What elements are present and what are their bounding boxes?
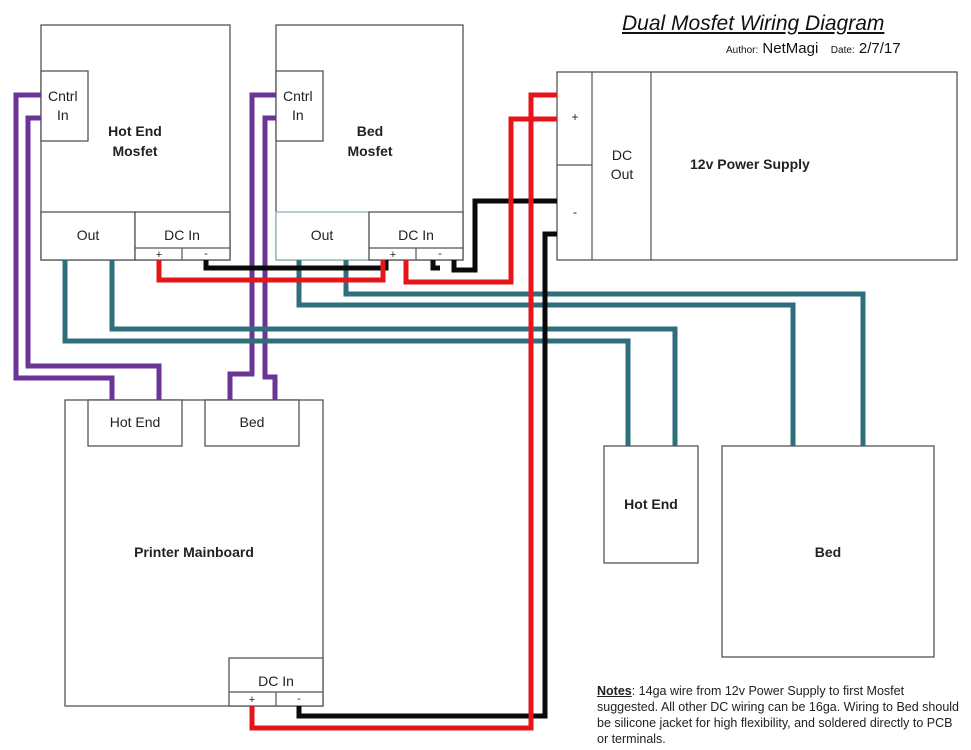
power-supply-dcout-2: Out bbox=[611, 166, 634, 182]
mainboard-bed-port bbox=[204, 399, 300, 447]
wire-out-hotend-1 bbox=[62, 260, 631, 446]
bed-mosfet-minus: - bbox=[438, 248, 442, 260]
mainboard-hotend-port bbox=[87, 399, 183, 447]
hotend-mosfet-dcin-label: DC In bbox=[164, 227, 200, 243]
date-value: 2/7/17 bbox=[858, 40, 901, 57]
notes: Notes: 14ga wire from 12v Power Supply t… bbox=[597, 683, 967, 747]
bed-mosfet-cntrl-label-2: In bbox=[292, 107, 304, 123]
wire-pos-psu-to-bed bbox=[403, 116, 557, 285]
bed-title: Bed bbox=[815, 544, 841, 560]
hotend-mosfet-title-2: Mosfet bbox=[112, 143, 157, 159]
bed-mosfet: Cntrl In Bed Mosfet Out DC In + - bbox=[275, 24, 464, 261]
bed-mosfet-cntrl-in bbox=[275, 70, 324, 142]
mainboard-plus: + bbox=[249, 694, 255, 706]
notes-label: Notes bbox=[597, 684, 632, 698]
bed-body bbox=[721, 445, 935, 658]
hotend-mosfet-minus: - bbox=[204, 248, 208, 260]
hotend-mosfet-cntrl-label-1: Cntrl bbox=[48, 88, 78, 104]
mainboard-minus: - bbox=[297, 693, 301, 705]
hotend-mosfet: Cntrl In Hot End Mosfet Out DC In + - bbox=[40, 24, 231, 261]
power-supply: + - DC Out 12v Power Supply bbox=[556, 71, 958, 261]
power-supply-plus: + bbox=[571, 110, 578, 124]
power-supply-dcout-1: DC bbox=[612, 147, 632, 163]
hotend-title: Hot End bbox=[624, 496, 678, 512]
wire-control-hotend-2 bbox=[25, 115, 162, 400]
bed-mosfet-plus: + bbox=[390, 249, 396, 261]
wires bbox=[13, 92, 866, 731]
hotend-mosfet-out-label: Out bbox=[77, 227, 100, 243]
hotend-mosfet-cntrl-in bbox=[40, 70, 89, 142]
wire-control-hotend-1 bbox=[13, 92, 115, 400]
wire-control-bed-2 bbox=[262, 115, 278, 400]
notes-text: : 14ga wire from 12v Power Supply to fir… bbox=[597, 684, 960, 746]
bed-mosfet-title-2: Mosfet bbox=[347, 143, 392, 159]
hotend-mosfet-plus: + bbox=[156, 249, 162, 261]
hotend-heater: Hot End bbox=[603, 445, 699, 564]
author-date-line: Author: NetMagi Date: 2/7/17 bbox=[726, 40, 901, 57]
hotend-mosfet-cntrl-label-2: In bbox=[57, 107, 69, 123]
author-name: NetMagi bbox=[762, 40, 819, 57]
printer-mainboard: Hot End Bed Printer Mainboard DC In + - bbox=[64, 399, 324, 707]
bed-mosfet-title-1: Bed bbox=[357, 123, 383, 139]
mainboard-bed-label: Bed bbox=[240, 414, 265, 430]
wire-neg-psu-to-board bbox=[296, 231, 557, 719]
wire-neg-psu-to-bed bbox=[451, 198, 557, 273]
date-label: Date: bbox=[830, 45, 855, 56]
diagram-title: Dual Mosfet Wiring Diagram bbox=[622, 12, 885, 35]
wire-out-bed-2 bbox=[343, 260, 866, 446]
bed-mosfet-out-terminal bbox=[275, 211, 370, 261]
wire-pos-psu-to-board bbox=[249, 92, 557, 731]
power-supply-body bbox=[556, 71, 958, 261]
bed-mosfet-dcin-label: DC In bbox=[398, 227, 434, 243]
power-supply-minus: - bbox=[573, 205, 577, 219]
heated-bed: Bed bbox=[721, 445, 935, 658]
wire-neg-bed-jumper bbox=[430, 260, 440, 271]
mainboard-title: Printer Mainboard bbox=[134, 544, 254, 560]
bed-mosfet-cntrl-label-1: Cntrl bbox=[283, 88, 313, 104]
wire-out-hotend-2 bbox=[109, 260, 678, 446]
wire-pos-hotend bbox=[156, 260, 386, 283]
hotend-mosfet-title-1: Hot End bbox=[108, 123, 162, 139]
hotend-body bbox=[603, 445, 699, 564]
mainboard-hotend-label: Hot End bbox=[110, 414, 161, 430]
bed-mosfet-out-label: Out bbox=[311, 227, 334, 243]
wire-neg-hotend bbox=[203, 260, 389, 271]
mainboard-dcin-label: DC In bbox=[258, 673, 294, 689]
power-supply-title: 12v Power Supply bbox=[690, 156, 810, 172]
mainboard-body bbox=[64, 399, 324, 707]
wire-control-bed-1 bbox=[227, 92, 276, 400]
author-label: Author: bbox=[726, 45, 759, 56]
